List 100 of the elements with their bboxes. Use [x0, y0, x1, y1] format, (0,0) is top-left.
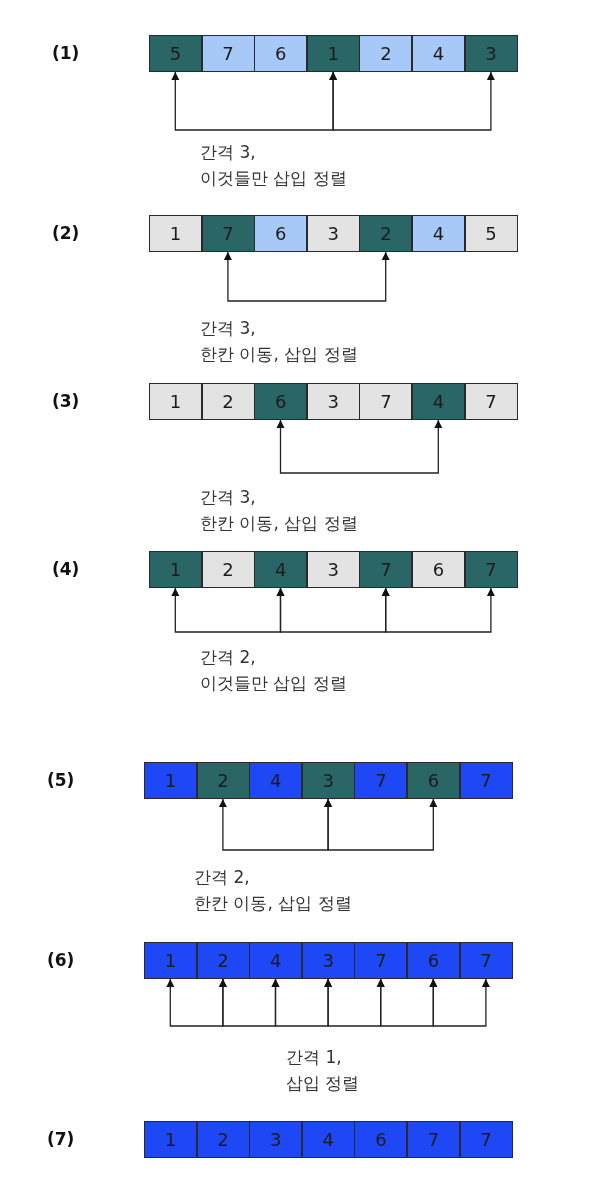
array-cell — [354, 942, 408, 979]
cell-value: 7 — [375, 950, 387, 971]
cell-value: 6 — [427, 770, 440, 791]
cell-value: 1 — [164, 1129, 177, 1150]
cell-value: 7 — [485, 391, 497, 412]
cell-value: 4 — [432, 223, 445, 244]
array-cell — [359, 551, 413, 588]
step-number: (1) — [52, 42, 80, 64]
array-cell — [359, 215, 413, 252]
step-note: 삽입 정렬 — [286, 1072, 360, 1094]
array-cell — [201, 35, 255, 72]
array-cell — [196, 762, 250, 799]
cell-value: 3 — [269, 1129, 282, 1150]
cell-value: 3 — [485, 43, 497, 64]
step-note: 한칸 이동, 삽입 정렬 — [200, 343, 358, 365]
array-cell — [464, 35, 518, 72]
cell-value: 1 — [169, 391, 182, 412]
array-cell — [412, 215, 465, 252]
array-cell — [359, 35, 413, 72]
cell-value: 2 — [222, 391, 234, 412]
array-cell — [407, 942, 460, 979]
array-cell — [306, 383, 360, 420]
array-cell — [354, 1121, 408, 1158]
cell-value: 4 — [269, 770, 282, 791]
cell-value: 7 — [380, 559, 392, 580]
array-cell — [254, 35, 308, 72]
array-cell — [196, 1121, 250, 1158]
array-cell — [149, 35, 202, 72]
array-cell — [149, 551, 202, 588]
step-note: 간격 2, — [200, 646, 256, 668]
array-cell — [464, 383, 518, 420]
cell-value: 7 — [480, 950, 492, 971]
cell-value: 7 — [485, 559, 497, 580]
cell-value: 3 — [327, 223, 339, 244]
array-cell — [254, 215, 308, 252]
array-cell — [254, 551, 308, 588]
cell-value: 3 — [322, 950, 334, 971]
cell-value: 2 — [217, 770, 229, 791]
array-cell — [412, 383, 465, 420]
step-note: 간격 1, — [286, 1046, 342, 1068]
cell-value: 6 — [274, 391, 287, 412]
step-note: 간격 3, — [200, 317, 256, 339]
bracket-arrow — [329, 71, 495, 131]
array-cell — [144, 762, 197, 799]
cell-value: 1 — [164, 770, 177, 791]
bracket-arrow — [276, 419, 443, 474]
array-cell — [196, 942, 250, 979]
array-cell — [459, 762, 513, 799]
array-cell — [459, 1121, 513, 1158]
cell-value: 7 — [222, 223, 234, 244]
array-cell — [301, 762, 355, 799]
bracket-arrow — [429, 978, 490, 1027]
bracket-arrow — [381, 587, 495, 633]
cell-value: 6 — [432, 559, 445, 580]
cell-value: 5 — [169, 43, 182, 64]
cell-value: 4 — [274, 559, 287, 580]
step-number: (5) — [47, 769, 75, 791]
cell-value: 7 — [380, 391, 392, 412]
array-cell — [464, 551, 518, 588]
bracket-arrow — [223, 251, 390, 302]
step-note: 간격 2, — [194, 866, 250, 888]
cell-value: 3 — [322, 770, 334, 791]
array-cell — [412, 551, 465, 588]
cell-value: 6 — [274, 223, 287, 244]
array-cell — [149, 215, 202, 252]
step-number: (7) — [47, 1128, 75, 1150]
cell-value: 3 — [327, 391, 339, 412]
step-note: 이것들만 삽입 정렬 — [200, 167, 347, 189]
cell-value: 6 — [375, 1129, 387, 1150]
cell-value: 1 — [164, 950, 177, 971]
cell-value: 7 — [480, 770, 492, 791]
cell-value: 7 — [480, 1129, 492, 1150]
array-cell — [359, 383, 413, 420]
cell-value: 2 — [217, 1129, 229, 1150]
cell-value: 3 — [327, 559, 339, 580]
array-cell — [306, 215, 360, 252]
cell-value: 7 — [375, 770, 387, 791]
array-cell — [464, 215, 518, 252]
step-note: 간격 3, — [200, 141, 256, 163]
cell-value: 4 — [269, 950, 282, 971]
cell-value: 1 — [169, 223, 182, 244]
cell-value: 5 — [485, 223, 497, 244]
cell-value: 1 — [169, 559, 182, 580]
cell-value: 4 — [432, 391, 445, 412]
array-cell — [249, 762, 303, 799]
step-note: 간격 3, — [200, 486, 256, 508]
cell-value: 6 — [274, 43, 287, 64]
bracket-arrow — [324, 798, 438, 851]
cell-value: 2 — [380, 223, 392, 244]
cell-value: 7 — [427, 1129, 440, 1150]
array-cell — [306, 551, 360, 588]
array-cell — [201, 215, 255, 252]
cell-value: 7 — [222, 43, 234, 64]
cell-value: 4 — [432, 43, 445, 64]
array-cell — [407, 762, 460, 799]
cell-value: 6 — [427, 950, 440, 971]
step-number: (4) — [52, 558, 80, 580]
array-cell — [412, 35, 465, 72]
step-number: (6) — [47, 949, 75, 971]
array-cell — [306, 35, 360, 72]
